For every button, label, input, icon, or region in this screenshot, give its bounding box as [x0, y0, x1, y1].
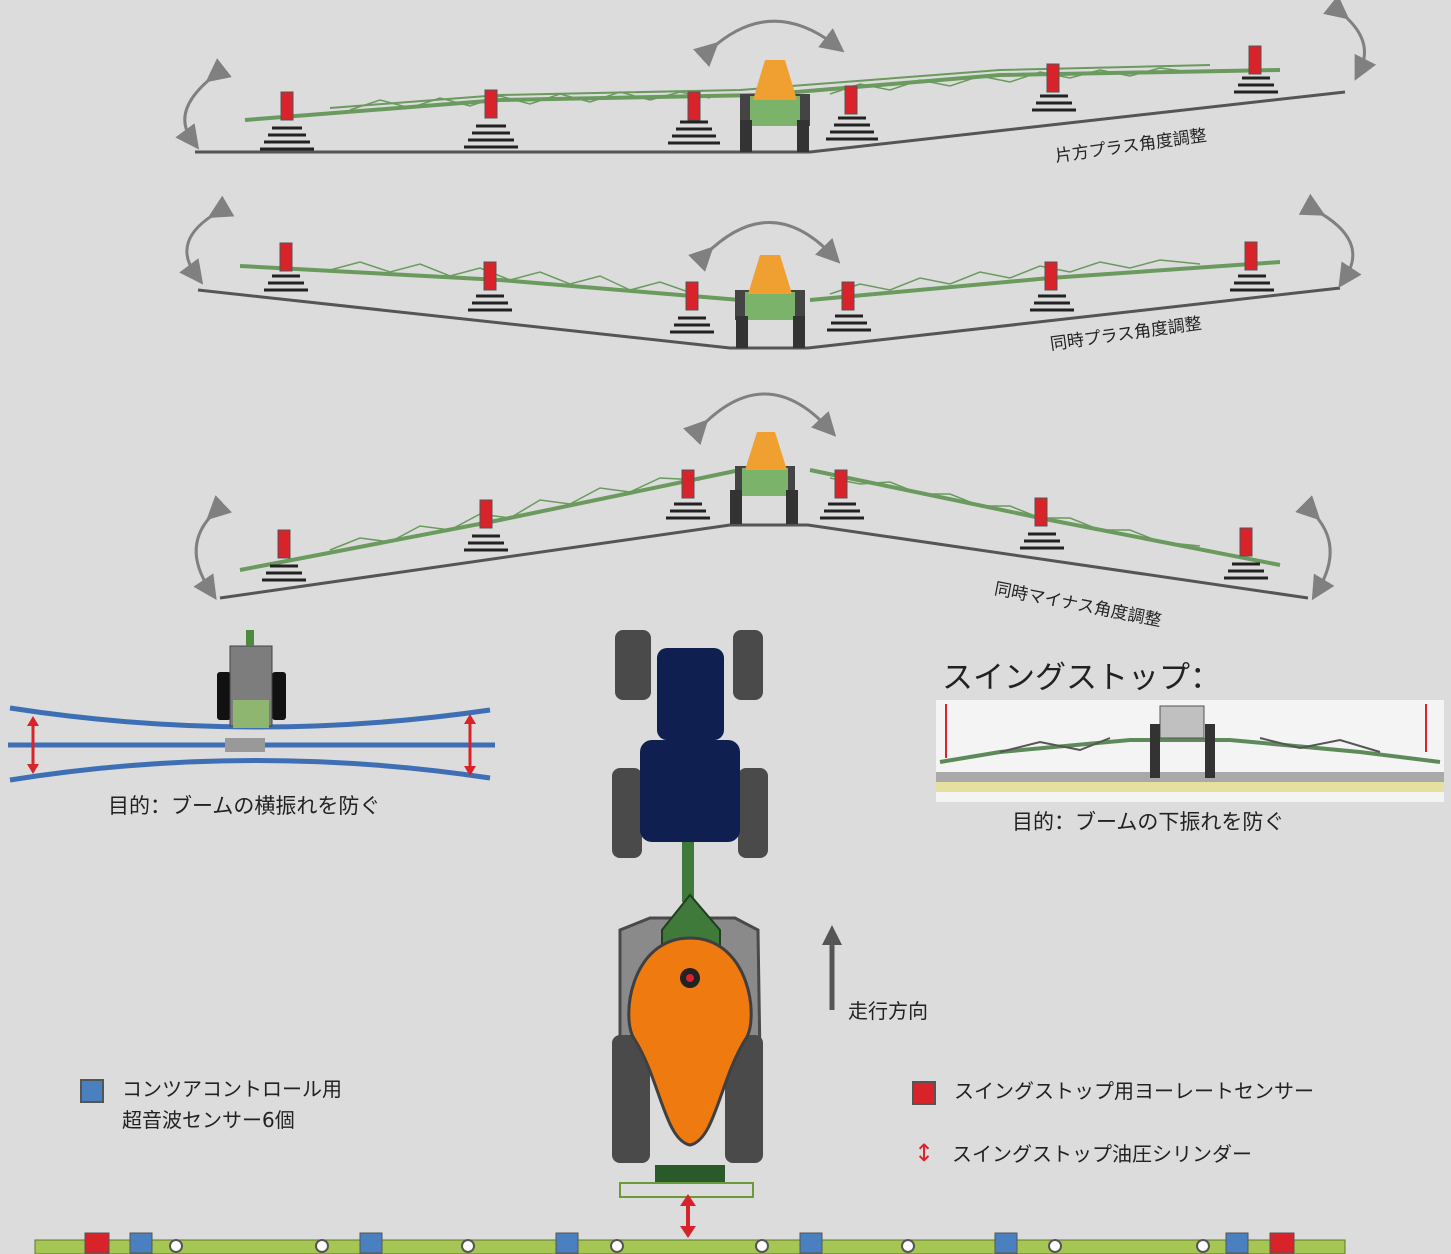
diagram-both-minus [193, 392, 1335, 601]
ultrasonic-sensor [799, 1232, 823, 1254]
legend-ultrasonic-line2: 超音波センサー6個 [122, 1108, 295, 1132]
ultrasonic-swatch-icon [80, 1078, 104, 1103]
rotation-arrow [683, 392, 837, 445]
yaw-sensor-marker [670, 281, 714, 334]
yaw-sensor-marker [820, 469, 864, 520]
tank-icon [753, 60, 797, 100]
legend-cylinder: ↕スイングストップ油圧シリンダー [914, 1139, 1252, 1167]
lateral-sway-diagram [8, 630, 495, 783]
diagram-one-side-plus [175, 0, 1377, 154]
yaw-sensor-marker [1030, 261, 1074, 312]
tractor-body [640, 740, 740, 842]
yaw-sensor-marker [262, 529, 306, 582]
ultrasonic-sensor [555, 1232, 579, 1254]
tank-icon [745, 432, 787, 470]
tank-icon [748, 255, 792, 294]
yaw-sensor-marker [666, 469, 710, 520]
ultrasonic-sensor [1225, 1232, 1249, 1254]
diagram-both-plus [179, 193, 1362, 350]
ultrasonic-sensor [994, 1232, 1018, 1254]
yaw-sensor-marker [264, 242, 308, 292]
purpose-vertical: 目的：ブームの下振れを防ぐ [1012, 810, 1285, 834]
yaw-swatch-icon [912, 1080, 936, 1105]
ultrasonic-sensor [129, 1232, 153, 1254]
direction-label: 走行方向 [848, 999, 928, 1023]
tractor-cab [657, 648, 724, 740]
spray-tank [627, 936, 753, 1147]
yaw-sensor-marker [1020, 497, 1064, 550]
legend-yaw-sensor: スイングストップ用ヨーレートセンサー [912, 1075, 1314, 1105]
yaw-sensor-marker [1230, 241, 1274, 292]
yaw-sensor-marker [464, 499, 508, 552]
yaw-sensor-marker [1234, 45, 1278, 94]
yaw-sensor-marker [668, 91, 720, 145]
yaw-sensor-marker [826, 85, 878, 141]
tractor-topview [612, 630, 842, 1238]
boom-bar [34, 1232, 1346, 1254]
yaw-sensor [84, 1232, 110, 1254]
yaw-sensor-marker [1032, 63, 1076, 112]
yaw-sensor-marker [464, 89, 518, 149]
rotation-arrow [688, 221, 841, 272]
yaw-sensor-marker [260, 91, 314, 151]
purpose-lateral: 目的：ブームの横振れを防ぐ [108, 794, 381, 818]
ultrasonic-sensor [359, 1232, 383, 1254]
yaw-sensor-marker [1224, 527, 1268, 580]
yaw-sensor-marker [468, 261, 512, 312]
swing-stop-image [936, 700, 1444, 802]
cylinder-arrow-icon: ↕ [914, 1139, 935, 1167]
yaw-sensor [1269, 1232, 1295, 1254]
yaw-sensor-marker [827, 281, 871, 332]
legend-ultrasonic: コンツアコントロール用 [80, 1073, 342, 1103]
swing-stop-title: スイングストップ： [942, 660, 1221, 696]
rotation-arrow [693, 19, 845, 67]
